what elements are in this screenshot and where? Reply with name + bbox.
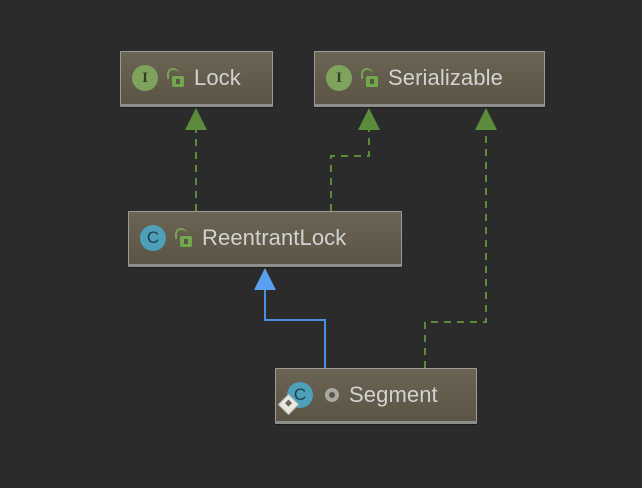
- generalization-arrowhead-icon: [254, 268, 276, 290]
- uml-node-label-lock: Lock: [194, 65, 241, 90]
- class-badge-letter: C: [287, 382, 313, 408]
- inner-class-icon: C: [277, 382, 313, 416]
- realization-arrowhead-icon: [185, 108, 207, 130]
- unlocked-padlock-icon: [361, 68, 378, 88]
- edge-segment-extends-reentrantlock[interactable]: [254, 268, 326, 368]
- interface-icon: I: [132, 65, 158, 91]
- package-private-icon: [325, 388, 339, 402]
- realization-arrowhead-icon: [358, 108, 380, 130]
- edge-reentrantlock-implements-lock[interactable]: [185, 108, 207, 211]
- class-badge-letter: C: [140, 225, 166, 251]
- edge-segment-implements-serializable[interactable]: [424, 108, 497, 368]
- edge-reentrantlock-implements-serializable[interactable]: [330, 108, 380, 211]
- interface-icon: I: [326, 65, 352, 91]
- edge-line: [424, 127, 487, 368]
- uml-node-reentrantlock[interactable]: C ReentrantLock: [128, 211, 402, 267]
- unlocked-padlock-icon: [175, 228, 192, 248]
- class-icon: C: [140, 225, 166, 251]
- interface-badge-letter: I: [132, 65, 158, 91]
- edge-line: [330, 127, 370, 211]
- uml-node-serializable[interactable]: I Serializable: [314, 51, 545, 107]
- realization-arrowhead-icon: [475, 108, 497, 130]
- interface-badge-letter: I: [326, 65, 352, 91]
- uml-node-label-serializable: Serializable: [388, 65, 503, 90]
- uml-node-label-segment: Segment: [349, 382, 438, 407]
- uml-node-lock[interactable]: I Lock: [120, 51, 273, 107]
- uml-node-label-reentrantlock: ReentrantLock: [202, 225, 347, 250]
- edge-line: [264, 289, 326, 368]
- unlocked-padlock-icon: [167, 68, 184, 88]
- uml-node-segment[interactable]: C Segment: [275, 368, 477, 424]
